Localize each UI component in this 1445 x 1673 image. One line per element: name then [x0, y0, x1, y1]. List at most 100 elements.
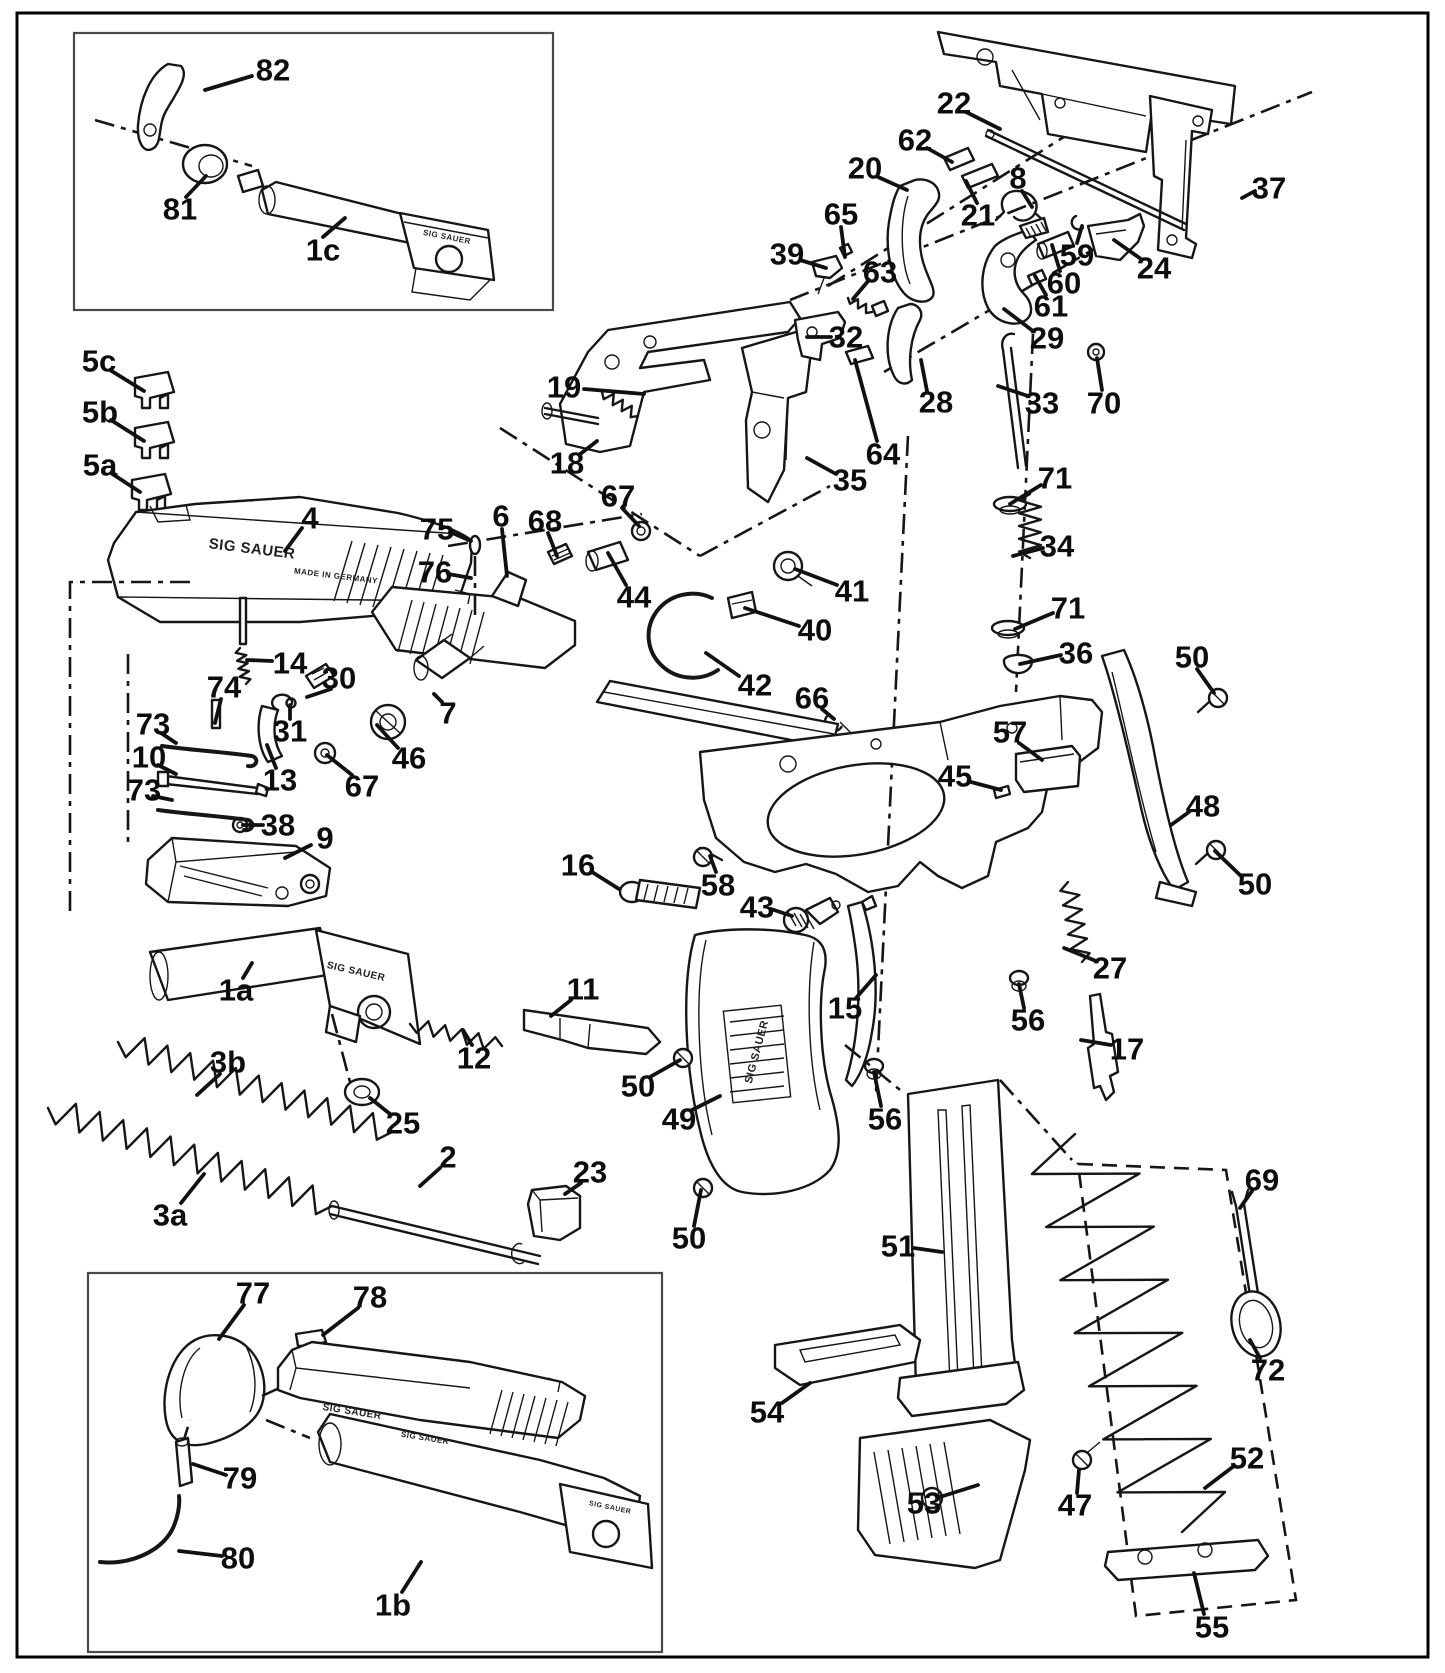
part-label-49: 49 [662, 1094, 722, 1137]
safety-24 [1086, 212, 1146, 262]
part-label-52: 52 [1203, 1441, 1264, 1490]
part-number-25: 25 [386, 1106, 420, 1141]
part-label-14: 14 [245, 646, 308, 681]
frame-small-parts [618, 744, 1082, 1088]
part-number-59: 59 [1060, 238, 1094, 273]
part-number-24: 24 [1137, 251, 1172, 286]
part-number-50: 50 [1175, 640, 1209, 675]
part-number-65: 65 [824, 197, 858, 232]
pin-69 [1230, 1188, 1262, 1310]
part-number-40: 40 [798, 613, 832, 648]
leader-line-25 [368, 1096, 392, 1116]
leader-line-14 [245, 658, 274, 663]
leader-line-43 [769, 907, 794, 918]
inset-box-slide-1b [86, 1271, 664, 1654]
part-label-12: 12 [457, 1028, 491, 1076]
floorplate-55 [1103, 1538, 1270, 1582]
leader-line-11 [549, 998, 573, 1018]
part-label-71: 71 [1008, 461, 1072, 506]
part-number-1a: 1a [219, 973, 254, 1008]
part-number-50: 50 [1238, 867, 1272, 902]
leader-line-50 [1195, 667, 1216, 695]
part-number-31: 31 [273, 714, 307, 749]
screw-50c [672, 1047, 694, 1069]
leader-line-41 [793, 567, 839, 587]
part-label-5b: 5b [82, 395, 146, 443]
leader-line-75 [448, 530, 473, 543]
pin-22 [984, 128, 1188, 232]
recoil-spring-3a [46, 1102, 334, 1216]
washer-67a [630, 520, 652, 542]
part-number-13: 13 [263, 763, 297, 798]
leader-line-6 [500, 527, 509, 578]
part-label-47: 47 [1058, 1468, 1092, 1523]
part-label-17: 17 [1079, 1032, 1144, 1067]
leader-line-71 [1008, 483, 1043, 506]
part-number-45: 45 [938, 759, 972, 794]
leader-line-8 [1020, 189, 1034, 209]
leader-line-56 [872, 1070, 883, 1108]
outer-border [15, 11, 1430, 1659]
leader-line-49 [690, 1094, 722, 1112]
leader-line-60 [1050, 243, 1062, 273]
front-sight-6 [490, 570, 528, 608]
part-label-30: 30 [305, 661, 356, 699]
part-label-36: 36 [1018, 636, 1093, 671]
part-number-19: 19 [547, 370, 581, 405]
inset1-artwork [94, 62, 496, 301]
part-label-65: 65 [824, 197, 858, 259]
part-number-41: 41 [835, 574, 869, 609]
leader-line-65 [839, 225, 847, 259]
screw-50b [1194, 839, 1227, 866]
part-label-79: 79 [191, 1461, 257, 1496]
part-label-67: 67 [325, 753, 379, 804]
lanyard-loop-72 [1230, 1290, 1282, 1358]
leader-line-58 [708, 854, 718, 874]
part-label-59: 59 [1060, 224, 1094, 273]
leader-line-74 [213, 697, 223, 725]
top-frame-parts [789, 30, 1313, 1093]
slide-catch-13 [257, 704, 284, 764]
leader-line-73 [151, 794, 174, 802]
leader-line-10 [156, 763, 178, 776]
part-label-1a: 1a [219, 961, 254, 1008]
part-number-6: 6 [492, 499, 509, 534]
leader-line-63 [851, 278, 871, 301]
part-number-73: 73 [136, 707, 170, 742]
bushing-41 [772, 550, 804, 582]
leader-line-15 [854, 973, 878, 1000]
part-number-77: 77 [236, 1276, 270, 1311]
part-number-4: 4 [301, 501, 319, 536]
firing-pin-14 [238, 596, 248, 646]
leader-line-39 [798, 258, 828, 270]
leader-line-55 [1192, 1571, 1206, 1616]
part-label-13: 13 [263, 743, 297, 798]
barrel-1a-group [46, 926, 662, 1266]
leader-line-24 [1112, 238, 1143, 261]
hammer-spring-group [863, 880, 1120, 1102]
part-label-53: 53 [907, 1483, 980, 1521]
part-label-16: 16 [561, 848, 621, 891]
leader-line-42 [704, 651, 741, 678]
part-label-75: 75 [420, 512, 473, 547]
part-label-50: 50 [1175, 640, 1216, 695]
part-label-73: 73 [127, 773, 174, 808]
leader-line-48 [1169, 810, 1191, 827]
leader-line-71 [1013, 611, 1055, 631]
part-number-48: 48 [1186, 789, 1220, 824]
leader-line-1c [321, 216, 347, 239]
leader-line-17 [1079, 1038, 1113, 1047]
leader-line-68 [546, 531, 559, 558]
part-label-7: 7 [432, 692, 457, 731]
part-label-10: 10 [132, 740, 178, 776]
hammer-20 [886, 178, 941, 303]
part-number-16: 16 [561, 848, 595, 883]
part-label-41: 41 [793, 567, 869, 609]
spring-bar-73a [160, 744, 259, 769]
leader-line-19 [582, 387, 646, 396]
leader-line-77 [217, 1303, 246, 1341]
leader-line-13 [265, 743, 278, 770]
part-label-38: 38 [241, 808, 295, 843]
